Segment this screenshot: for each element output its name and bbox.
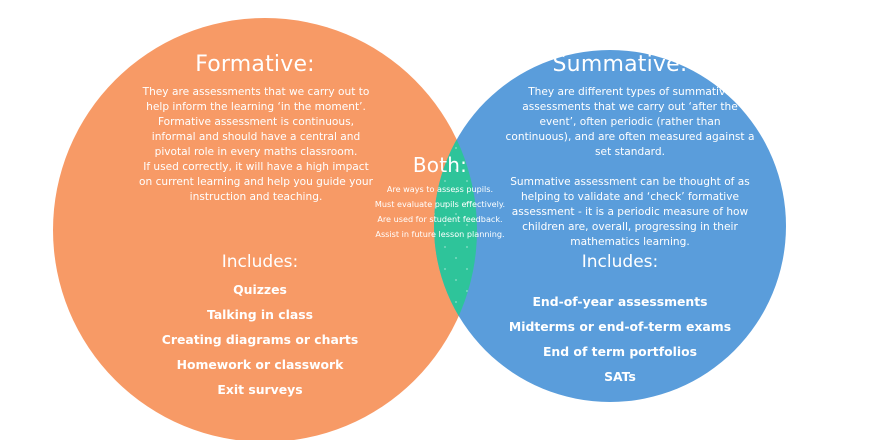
summative-item: SATs	[604, 369, 636, 384]
summative-item: End of term portfolios	[542, 344, 698, 359]
formative-item: Talking in class	[206, 307, 314, 322]
summative-item: Midterms or end-of-term exams	[508, 319, 732, 334]
formative-includes-label: Includes:	[221, 252, 299, 272]
formative-title: Formative:	[195, 52, 315, 77]
formative-includes-list: Quizzes Talking in class Creating diagra…	[150, 277, 370, 402]
both-item: Must evaluate pupils effectively.	[374, 199, 506, 209]
both-title: Both:	[412, 153, 468, 177]
formative-circle	[53, 18, 477, 440]
formative-description-2: If used correctly, it will have a high i…	[139, 161, 373, 203]
formative-item: Quizzes	[233, 282, 287, 297]
summative-description: They are different types of summative as…	[505, 85, 755, 250]
formative-description: They are assessments that we carry out t…	[136, 85, 376, 205]
both-item: Assist in future lesson planning.	[375, 229, 505, 239]
both-item: Are ways to assess pupils.	[386, 184, 494, 194]
formative-description-1: They are assessments that we carry out t…	[142, 86, 370, 158]
formative-item: Homework or classwork	[176, 357, 344, 372]
summative-description-2: Summative assessment can be thought of a…	[510, 176, 750, 248]
summative-description-1: They are different types of summative as…	[505, 86, 755, 158]
formative-item: Creating diagrams or charts	[161, 332, 359, 347]
formative-item: Exit surveys	[217, 382, 303, 397]
summative-circle	[434, 50, 786, 402]
summative-title: Summative:	[552, 52, 688, 77]
both-list: Are ways to assess pupils. Must evaluate…	[368, 182, 512, 242]
summative-includes-label: Includes:	[581, 252, 659, 272]
both-item: Are used for student feedback.	[377, 214, 503, 224]
summative-item: End-of-year assessments	[532, 294, 708, 309]
summative-includes-list: End-of-year assessments Midterms or end-…	[505, 289, 735, 389]
